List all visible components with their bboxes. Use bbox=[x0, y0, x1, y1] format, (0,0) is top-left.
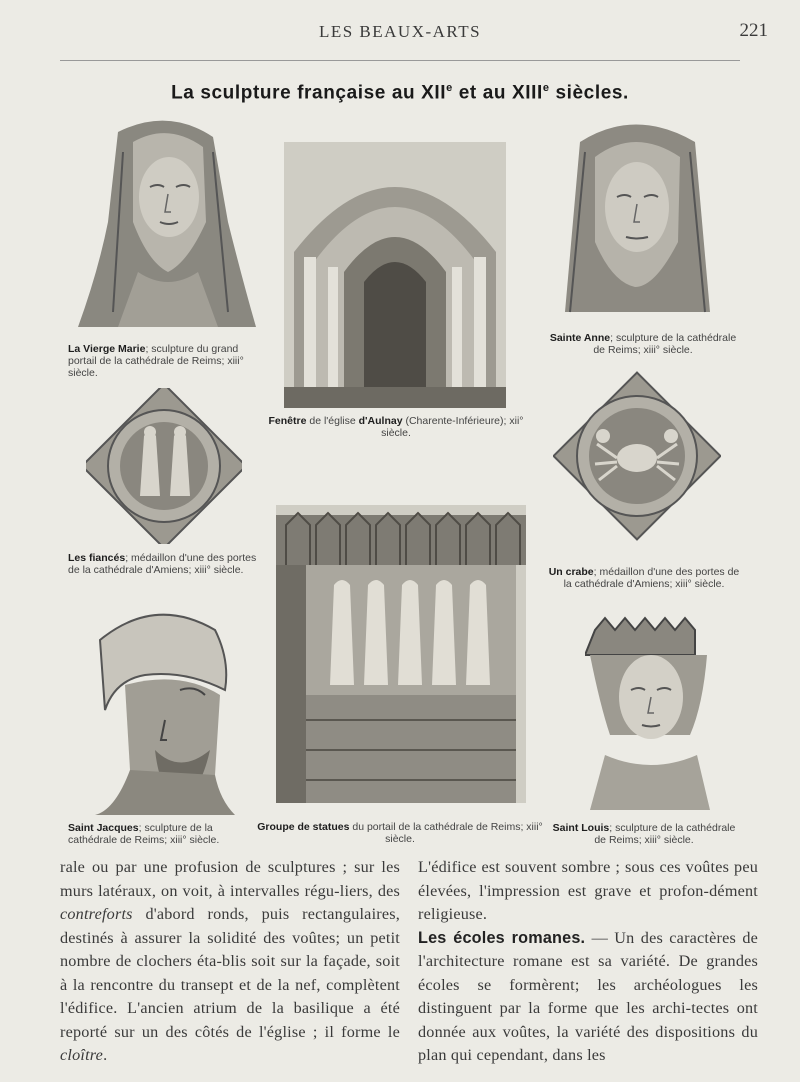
groupe-statues-image bbox=[276, 505, 526, 803]
saint-jacques-caption: Saint Jacques; sculpture de la cathédral… bbox=[68, 822, 220, 846]
vierge-marie-caption: La Vierge Marie; sculpture du grand port… bbox=[68, 343, 244, 379]
section-heading: Les écoles romanes. bbox=[418, 928, 586, 947]
running-title: LES BEAUX-ARTS bbox=[318, 22, 482, 41]
page-title: La sculpture française au XIIe et au XII… bbox=[171, 82, 629, 104]
fiances-medallion-image bbox=[80, 382, 248, 550]
body-left-column: rale ou par une profusion de sculptures … bbox=[60, 858, 400, 1064]
groupe-statues-caption: Groupe de statues du portail de la cathé… bbox=[257, 821, 543, 845]
header-rule bbox=[60, 60, 740, 61]
fenetre-aulnay-caption: Fenêtre de l'église d'Aulnay (Charente-I… bbox=[268, 415, 524, 439]
sainte-anne-image bbox=[560, 112, 715, 327]
sainte-anne-caption: Sainte Anne; sculpture de la cathédrale … bbox=[549, 332, 737, 356]
body-right-column: L'édifice est souvent sombre ; sous ces … bbox=[418, 858, 758, 1064]
saint-louis-image bbox=[583, 615, 715, 810]
fiances-caption: Les fiancés; médaillon d'une des portes … bbox=[68, 552, 257, 576]
fenetre-aulnay-image bbox=[284, 142, 506, 408]
vierge-marie-image bbox=[78, 112, 258, 327]
crabe-caption: Un crabe; médaillon d'une des portes de … bbox=[548, 566, 740, 590]
crabe-medallion-image bbox=[552, 362, 722, 550]
saint-jacques-image bbox=[85, 600, 250, 815]
saint-louis-caption: Saint Louis; sculpture de la cathédrale … bbox=[552, 822, 736, 846]
page-number: 221 bbox=[739, 20, 769, 41]
